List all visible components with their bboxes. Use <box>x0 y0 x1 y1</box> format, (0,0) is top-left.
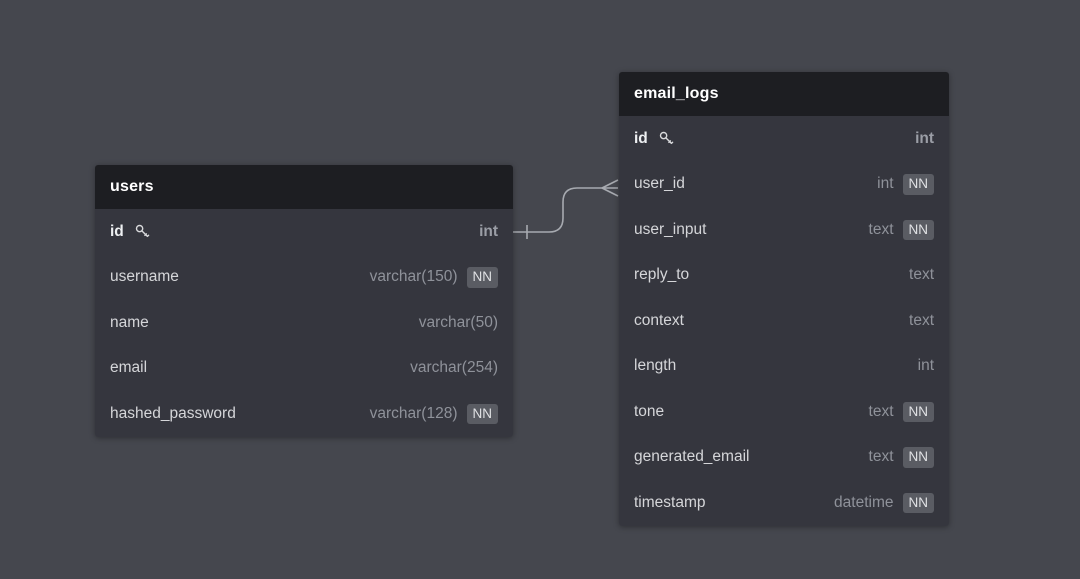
table-node-email-logs[interactable]: email_logs id int user_id <box>619 72 949 526</box>
field-name: username <box>110 268 179 286</box>
not-null-badge: NN <box>902 401 934 422</box>
not-null-badge: NN <box>902 492 934 513</box>
field-type: int <box>915 129 934 147</box>
field-row-email-logs-user-id[interactable]: user_id int NN <box>619 162 949 208</box>
field-row-users-name[interactable]: name varchar(50) <box>95 300 513 346</box>
relationship-line[interactable] <box>513 187 602 233</box>
field-type: int <box>479 222 498 240</box>
field-type: text <box>868 220 894 238</box>
not-null-badge: NN <box>466 267 498 288</box>
field-type: int <box>917 357 934 375</box>
field-name: length <box>634 357 677 375</box>
field-type: datetime <box>834 493 894 511</box>
field-row-email-logs-tone[interactable]: tone text NN <box>619 389 949 435</box>
field-name: id <box>110 222 124 240</box>
not-null-badge: NN <box>902 447 934 468</box>
field-row-email-logs-reply-to[interactable]: reply_to text <box>619 253 949 299</box>
field-row-email-logs-generated-email[interactable]: generated_email text NN <box>619 435 949 481</box>
table-node-users[interactable]: users id int username <box>95 165 513 437</box>
field-row-email-logs-length[interactable]: length int <box>619 344 949 390</box>
field-type: text <box>868 402 894 420</box>
field-type: text <box>909 266 934 284</box>
field-name: timestamp <box>634 493 706 511</box>
table-title: users <box>110 178 154 195</box>
field-row-email-logs-user-input[interactable]: user_input text NN <box>619 207 949 253</box>
table-header-email-logs[interactable]: email_logs <box>619 72 949 116</box>
field-type: varchar(128) <box>369 404 458 422</box>
field-name: email <box>110 359 148 377</box>
field-row-email-logs-id[interactable]: id int <box>619 116 949 162</box>
field-type: int <box>877 175 894 193</box>
cardinality-many-crow-foot-marker <box>601 179 619 197</box>
field-row-email-logs-timestamp[interactable]: timestamp datetime NN <box>619 480 949 526</box>
field-name: user_input <box>634 220 707 238</box>
field-name: reply_to <box>634 266 690 284</box>
table-header-users[interactable]: users <box>95 165 513 209</box>
field-name: generated_email <box>634 448 750 466</box>
primary-key-icon <box>658 130 675 147</box>
primary-key-icon <box>134 223 151 240</box>
field-type: text <box>909 311 934 329</box>
field-name: tone <box>634 402 665 420</box>
field-name: user_id <box>634 175 685 193</box>
field-name: name <box>110 313 149 331</box>
field-type: varchar(254) <box>410 359 498 377</box>
field-row-users-hashed-password[interactable]: hashed_password varchar(128) NN <box>95 391 513 437</box>
relationship-connector-users-id-email-logs-user-id[interactable] <box>513 179 619 239</box>
not-null-badge: NN <box>902 174 934 195</box>
field-name: hashed_password <box>110 404 236 422</box>
field-type: varchar(150) <box>369 268 458 286</box>
field-name: id <box>634 129 648 147</box>
field-name: context <box>634 311 684 329</box>
table-body-users: id int username varchar(150) NN <box>95 209 513 437</box>
field-type: varchar(50) <box>418 313 498 331</box>
field-row-users-username[interactable]: username varchar(150) NN <box>95 255 513 301</box>
field-row-users-email[interactable]: email varchar(254) <box>95 346 513 392</box>
field-row-users-id[interactable]: id int <box>95 209 513 255</box>
not-null-badge: NN <box>466 403 498 424</box>
field-type: text <box>868 448 894 466</box>
not-null-badge: NN <box>902 219 934 240</box>
field-row-email-logs-context[interactable]: context text <box>619 298 949 344</box>
table-body-email-logs: id int user_id int NN <box>619 116 949 526</box>
table-title: email_logs <box>634 85 719 102</box>
